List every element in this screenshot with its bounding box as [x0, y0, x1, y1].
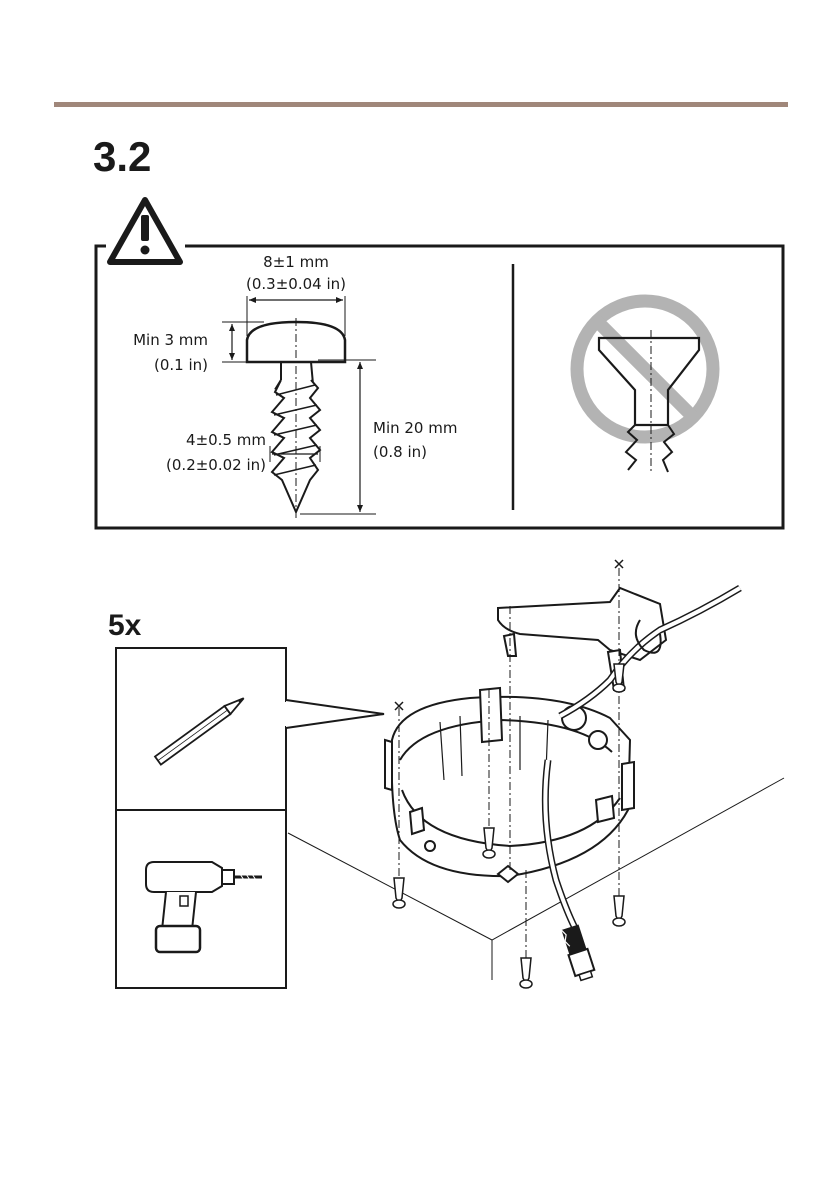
screw-dimension-drawing [222, 296, 376, 520]
head-height-inch-label: (0.1 in) [96, 355, 208, 376]
head-diameter-inch-label: (0.3±0.04 in) [226, 274, 366, 295]
quantity-label: 5x [108, 608, 141, 644]
rj45-connector-icon [560, 924, 596, 982]
head-diameter-label: 8±1 mm [236, 252, 356, 273]
warning-triangle-icon [110, 200, 180, 262]
prohibited-countersunk-screw-icon [577, 301, 713, 472]
head-height-label: Min 3 mm [96, 330, 208, 351]
length-inch-label: (0.8 in) [373, 442, 483, 463]
length-label: Min 20 mm [373, 418, 483, 439]
warning-panel [96, 246, 783, 528]
upper-bracket [498, 588, 666, 690]
thread-diameter-inch-label: (0.2±0.02 in) [140, 455, 266, 476]
thread-diameter-label: 4±0.5 mm [150, 430, 266, 451]
